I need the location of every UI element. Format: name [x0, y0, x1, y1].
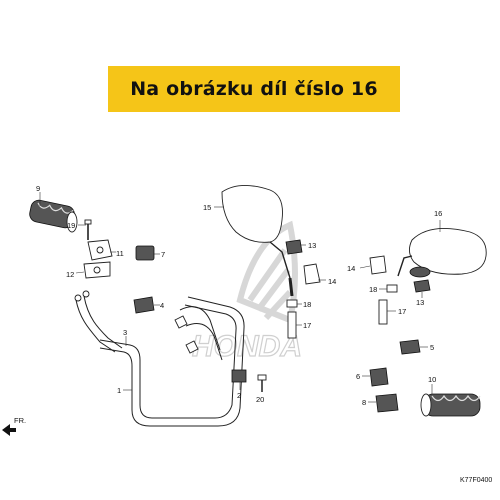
switch-part-5 [399, 339, 421, 355]
part-number-banner: Na obrázku díl číslo 16 [108, 66, 400, 112]
nut-part-18b [386, 284, 398, 293]
nut-cap-part-13b [413, 279, 431, 293]
diagram-code: K77F0400 [460, 477, 492, 484]
callout-10: 10 [428, 375, 436, 384]
callout-20: 20 [256, 395, 264, 404]
callout-4: 4 [160, 301, 164, 310]
switch-part-6 [369, 367, 389, 387]
nut-part-18a [286, 299, 298, 308]
holder-part-12 [83, 261, 111, 279]
clip-part-4 [133, 296, 155, 314]
watermark-text: HONDA [192, 330, 302, 363]
lever-holder-part [231, 369, 247, 383]
callout-7: 7 [161, 250, 165, 259]
callout-2: 2 [237, 391, 241, 400]
callout-8: 8 [362, 398, 366, 407]
throttle-housing-part [87, 239, 113, 261]
adapter-part-17a [287, 311, 297, 339]
adapter-part-17b [378, 299, 388, 325]
callout-14a: 14 [328, 277, 336, 286]
front-direction-marker: FR. [2, 416, 26, 436]
switch-part-8 [375, 393, 399, 413]
callout-11: 11 [116, 249, 124, 258]
callout-16: 16 [434, 209, 442, 218]
throttle-cables-part [74, 290, 123, 353]
front-marker-text: FR. [14, 416, 26, 425]
callout-3: 3 [123, 328, 127, 337]
callout-13b: 13 [416, 298, 424, 307]
callout-9: 9 [36, 184, 40, 193]
left-grip-part [29, 199, 78, 233]
bolt-part-20 [257, 374, 267, 392]
handlebar-pipe-part [99, 296, 245, 427]
callout-17a: 17 [303, 321, 311, 330]
banner-text: Na obrázku díl číslo 16 [130, 78, 378, 100]
callout-15: 15 [203, 203, 211, 212]
callout-5: 5 [430, 343, 434, 352]
callout-14b: 14 [347, 264, 355, 273]
callout-12: 12 [66, 270, 74, 279]
left-mirror-part [221, 185, 294, 297]
boot-part-14b [369, 255, 387, 275]
honda-wing-watermark: HONDA [191, 220, 303, 364]
nut-cap-part-13a [285, 239, 303, 255]
callout-19: 19 [67, 221, 75, 230]
boot-part-14a [303, 263, 321, 285]
right-grip-part [420, 393, 481, 417]
callout-13a: 13 [308, 241, 316, 250]
switch-part-7 [135, 245, 155, 261]
screw-part [84, 219, 92, 240]
callout-17b: 17 [398, 307, 406, 316]
callout-6: 6 [356, 372, 360, 381]
center-cables [174, 306, 223, 361]
callout-18a: 18 [303, 300, 311, 309]
callout-18b: 18 [369, 285, 377, 294]
callout-1: 1 [117, 386, 121, 395]
right-mirror-part [397, 227, 487, 278]
